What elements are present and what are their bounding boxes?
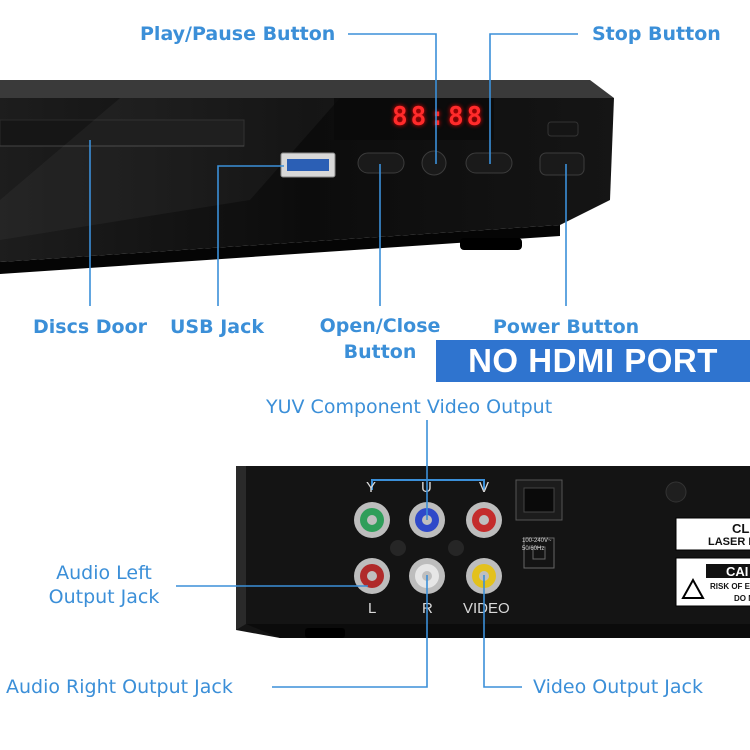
jack-label-u: U xyxy=(421,479,432,496)
class-sticker xyxy=(675,517,750,551)
risk-sticker-text: RISK OF EL xyxy=(710,582,750,591)
callout-audio-left-line2: Output Jack xyxy=(48,586,160,608)
rca-jack-v xyxy=(466,502,502,538)
rca-jack-video xyxy=(466,558,502,594)
callout-usb-jack: USB Jack xyxy=(170,316,264,338)
do-sticker-text: DO N xyxy=(734,594,750,603)
jack-label-y: Y xyxy=(366,479,377,496)
callout-video-output: Video Output Jack xyxy=(533,676,704,698)
rca-jack-r xyxy=(409,558,445,594)
disc-door xyxy=(0,119,245,147)
rca-jack-y xyxy=(354,502,390,538)
open-close-button xyxy=(357,152,405,174)
rca-jack-l xyxy=(354,558,390,594)
callout-power: Power Button xyxy=(493,316,640,338)
jack-label-l: L xyxy=(368,600,377,617)
no-hdmi-banner: NO HDMI PORT xyxy=(436,340,750,382)
jack-label-r: R xyxy=(422,600,433,617)
jack-label-video: VIDEO xyxy=(463,600,510,617)
callout-play-pause: Play/Pause Button xyxy=(140,23,336,45)
rca-jack-u xyxy=(409,502,445,538)
callout-open-close: Open/Close Button xyxy=(316,314,444,364)
power-button xyxy=(539,152,585,176)
led-display: 88:88 xyxy=(392,102,486,132)
class-sticker-text: CLA xyxy=(732,521,750,536)
stop-button xyxy=(465,152,513,174)
jack-label-v: V xyxy=(479,479,490,496)
callout-stop: Stop Button xyxy=(592,23,721,45)
laser-sticker-text: LASER I xyxy=(708,536,750,548)
callout-discs-door: Discs Door xyxy=(33,316,148,338)
callout-open-close-line1: Open/Close xyxy=(319,315,441,337)
power-spec-label: 100-240V~ 50/60Hz xyxy=(522,538,552,552)
callout-audio-right: Audio Right Output Jack xyxy=(6,676,233,698)
caution-sticker-text: CAI xyxy=(726,564,749,579)
play-pause-button xyxy=(421,150,447,176)
player-top-surface xyxy=(0,80,614,98)
callout-audio-left: Audio Left Output Jack xyxy=(38,561,170,609)
callout-open-close-line2: Button xyxy=(343,341,417,363)
callout-audio-left-line1: Audio Left xyxy=(56,562,152,584)
callout-yuv: YUV Component Video Output xyxy=(266,396,553,418)
